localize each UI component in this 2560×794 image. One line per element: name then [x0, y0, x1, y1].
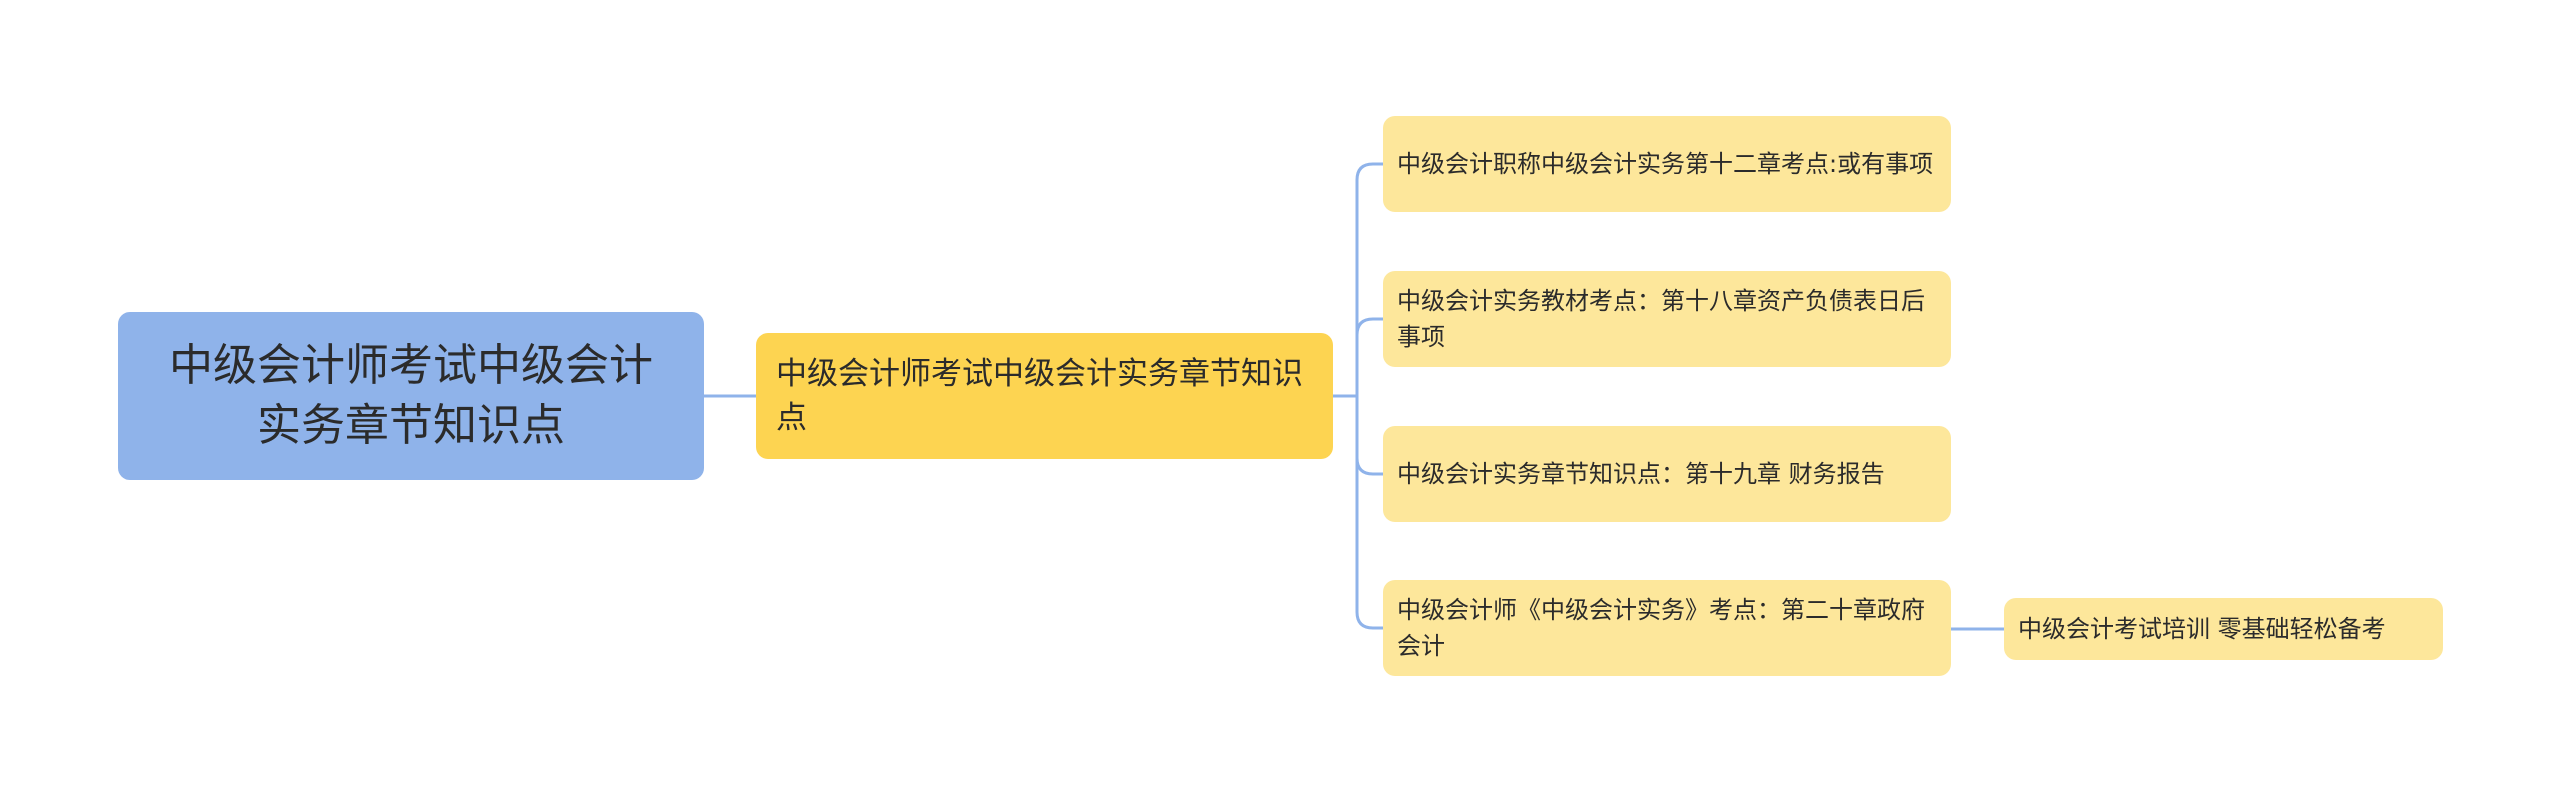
- root-node[interactable]: 中级会计师考试中级会计实务章节知识点: [118, 312, 704, 480]
- sub-leaf-label: 中级会计考试培训 零基础轻松备考: [2018, 615, 2386, 643]
- leaf-node-4[interactable]: 中级会计师《中级会计实务》考点：第二十章政府会计: [1383, 580, 1951, 676]
- leaf-label: 中级会计职称中级会计实务第十二章考点:或有事项: [1397, 150, 1934, 178]
- leaf-node-3[interactable]: 中级会计实务章节知识点：第十九章 财务报告: [1383, 426, 1951, 522]
- main-topic-node[interactable]: 中级会计师考试中级会计实务章节知识点: [756, 333, 1333, 459]
- main-topic-label: 中级会计师考试中级会计实务章节知识点: [776, 356, 1303, 436]
- leaf-node-2[interactable]: 中级会计实务教材考点：第十八章资产负债表日后事项: [1383, 271, 1951, 367]
- leaf-label: 中级会计师《中级会计实务》考点：第二十章政府会计: [1397, 596, 1925, 660]
- connector-leaf-1: [1355, 162, 1383, 396]
- connector-leaf-4: [1355, 396, 1383, 630]
- leaf-label: 中级会计实务章节知识点：第十九章 财务报告: [1397, 460, 1885, 488]
- sub-leaf-node[interactable]: 中级会计考试培训 零基础轻松备考: [2004, 598, 2443, 660]
- connector-leaf-2: [1355, 317, 1383, 396]
- connector-leaf-3: [1355, 396, 1383, 476]
- leaf-node-1[interactable]: 中级会计职称中级会计实务第十二章考点:或有事项: [1383, 116, 1951, 212]
- root-label: 中级会计师考试中级会计实务章节知识点: [169, 340, 653, 451]
- leaf-label: 中级会计实务教材考点：第十八章资产负债表日后事项: [1397, 287, 1925, 351]
